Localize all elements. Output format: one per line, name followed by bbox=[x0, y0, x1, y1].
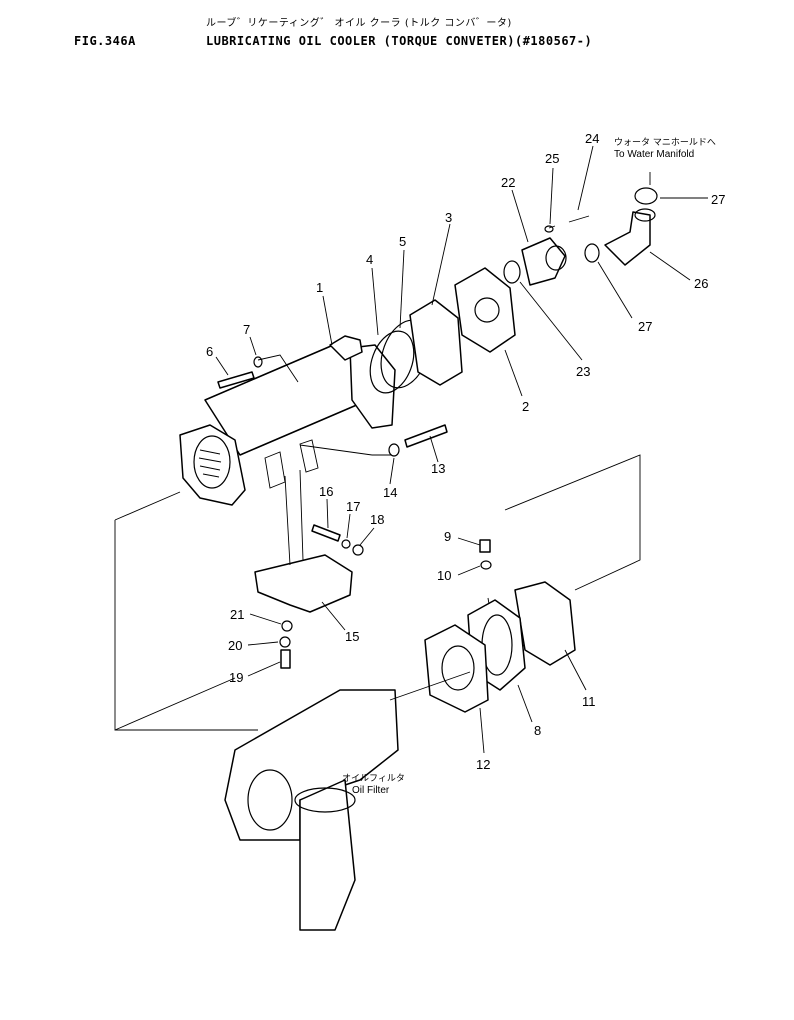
callout-12: 12 bbox=[476, 757, 490, 772]
callout-8: 8 bbox=[534, 723, 541, 738]
callout-13: 13 bbox=[431, 461, 445, 476]
callout-5: 5 bbox=[399, 234, 406, 249]
callout-21: 21 bbox=[230, 607, 244, 622]
bolts-upper bbox=[217, 356, 448, 457]
water-manifold-label-jp: ウォータ マニホールドへ bbox=[614, 137, 716, 148]
callout-1: 1 bbox=[316, 280, 323, 295]
callout-7: 7 bbox=[243, 322, 250, 337]
callout-25: 25 bbox=[545, 151, 559, 166]
callout-26: 26 bbox=[694, 276, 708, 291]
callout-19: 19 bbox=[229, 670, 243, 685]
mounting-bracket bbox=[254, 469, 364, 669]
callout-3: 3 bbox=[445, 210, 452, 225]
filter-gaskets bbox=[424, 539, 576, 713]
oil-cooler-body bbox=[179, 335, 396, 506]
oil-filter-label-jp: オイルフィルタ bbox=[342, 773, 405, 784]
callout-11: 11 bbox=[582, 694, 596, 709]
cooler-gaskets bbox=[369, 267, 516, 394]
callout-20: 20 bbox=[228, 638, 242, 653]
figure-title: LUBRICATING OIL COOLER (TORQUE CONVETER)… bbox=[206, 34, 593, 48]
callout-18: 18 bbox=[370, 512, 384, 527]
callout-9: 9 bbox=[444, 529, 451, 544]
reference-lines bbox=[114, 172, 651, 731]
callout-14: 14 bbox=[383, 485, 397, 500]
callout-22: 22 bbox=[501, 175, 515, 190]
callout-17: 17 bbox=[346, 499, 360, 514]
water-manifold-label: To Water Manifold bbox=[614, 149, 694, 160]
oil-filter-label: Oil Filter bbox=[352, 785, 390, 796]
callout-4: 4 bbox=[366, 252, 373, 267]
annotations: ウォータ マニホールドへ To Water Manifold オイルフィルタ O… bbox=[342, 137, 716, 796]
water-elbow-assembly bbox=[503, 187, 658, 286]
oil-filter-assembly bbox=[224, 689, 399, 931]
callout-16: 16 bbox=[319, 484, 333, 499]
callout-10: 10 bbox=[437, 568, 451, 583]
title-japanese: ルーブ゛リケーティング゛ オイル クーラ (トルク コンバ゛ータ) bbox=[206, 18, 512, 29]
callout-6: 6 bbox=[206, 344, 213, 359]
callout-15: 15 bbox=[345, 629, 359, 644]
callout-24: 24 bbox=[585, 131, 599, 146]
callout-2: 2 bbox=[522, 399, 529, 414]
callout-27-top: 27 bbox=[711, 192, 725, 207]
callout-23: 23 bbox=[576, 364, 590, 379]
callout-labels: 1 2 3 4 5 6 7 8 9 10 11 12 13 1 bbox=[206, 131, 725, 772]
figure-number: FIG.346A bbox=[74, 34, 136, 48]
callout-27-bottom: 27 bbox=[638, 319, 652, 334]
